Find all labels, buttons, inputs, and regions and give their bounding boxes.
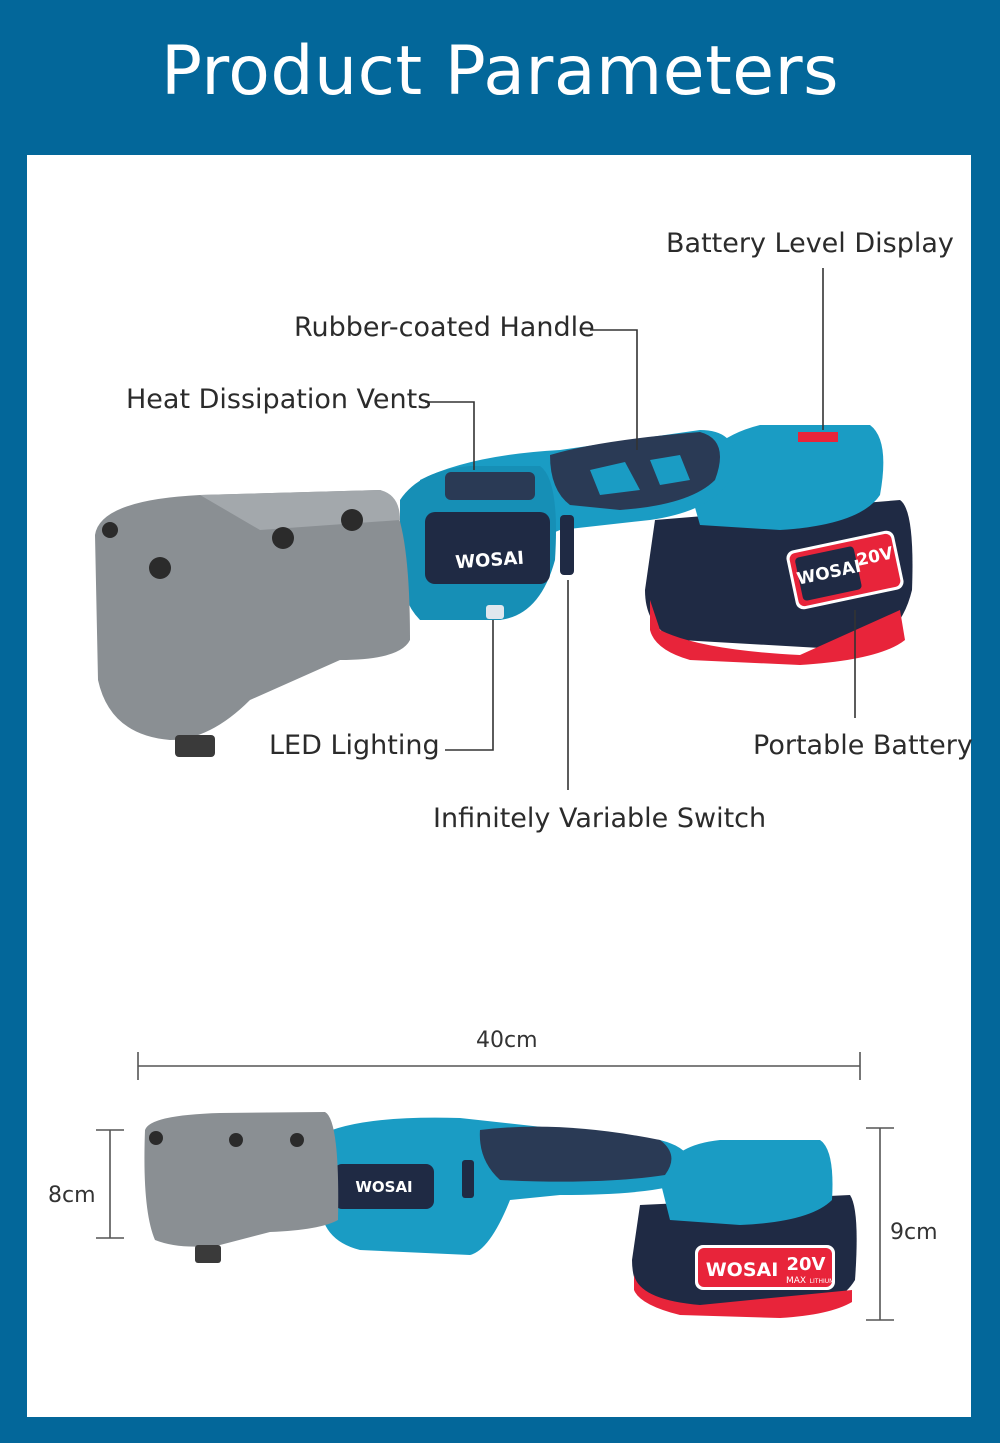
label-portable-battery: Portable Battery	[753, 730, 973, 761]
wrench-tool-large	[95, 425, 913, 757]
battery-lithium-small: LITHIUM	[810, 1278, 835, 1285]
battery-voltage-small: 20V	[787, 1254, 826, 1275]
label-infinitely-variable-switch: Infinitely Variable Switch	[433, 803, 767, 834]
dimension-lines	[96, 1052, 894, 1321]
label-led-lighting: LED Lighting	[269, 730, 440, 761]
label-heat-dissipation-vents: Heat Dissipation Vents	[126, 384, 432, 415]
callout-lines	[425, 268, 856, 790]
dimension-head-height: 8cm	[48, 1183, 96, 1208]
label-rubber-coated-handle: Rubber-coated Handle	[294, 312, 595, 343]
brand-logo-handle-large: WOSAI	[455, 548, 525, 574]
brand-logo-battery-small: WOSAI	[706, 1259, 779, 1281]
wrench-tool-small	[144, 1112, 857, 1318]
label-battery-level-display: Battery Level Display	[666, 228, 954, 259]
battery-pack-large	[645, 500, 913, 665]
dimension-length: 40cm	[476, 1028, 538, 1053]
brand-logo-handle-small: WOSAI	[355, 1178, 412, 1196]
battery-max-small: MAX	[786, 1276, 806, 1286]
page-title: Product Parameters	[160, 32, 839, 111]
dimension-battery-height: 9cm	[890, 1220, 938, 1245]
